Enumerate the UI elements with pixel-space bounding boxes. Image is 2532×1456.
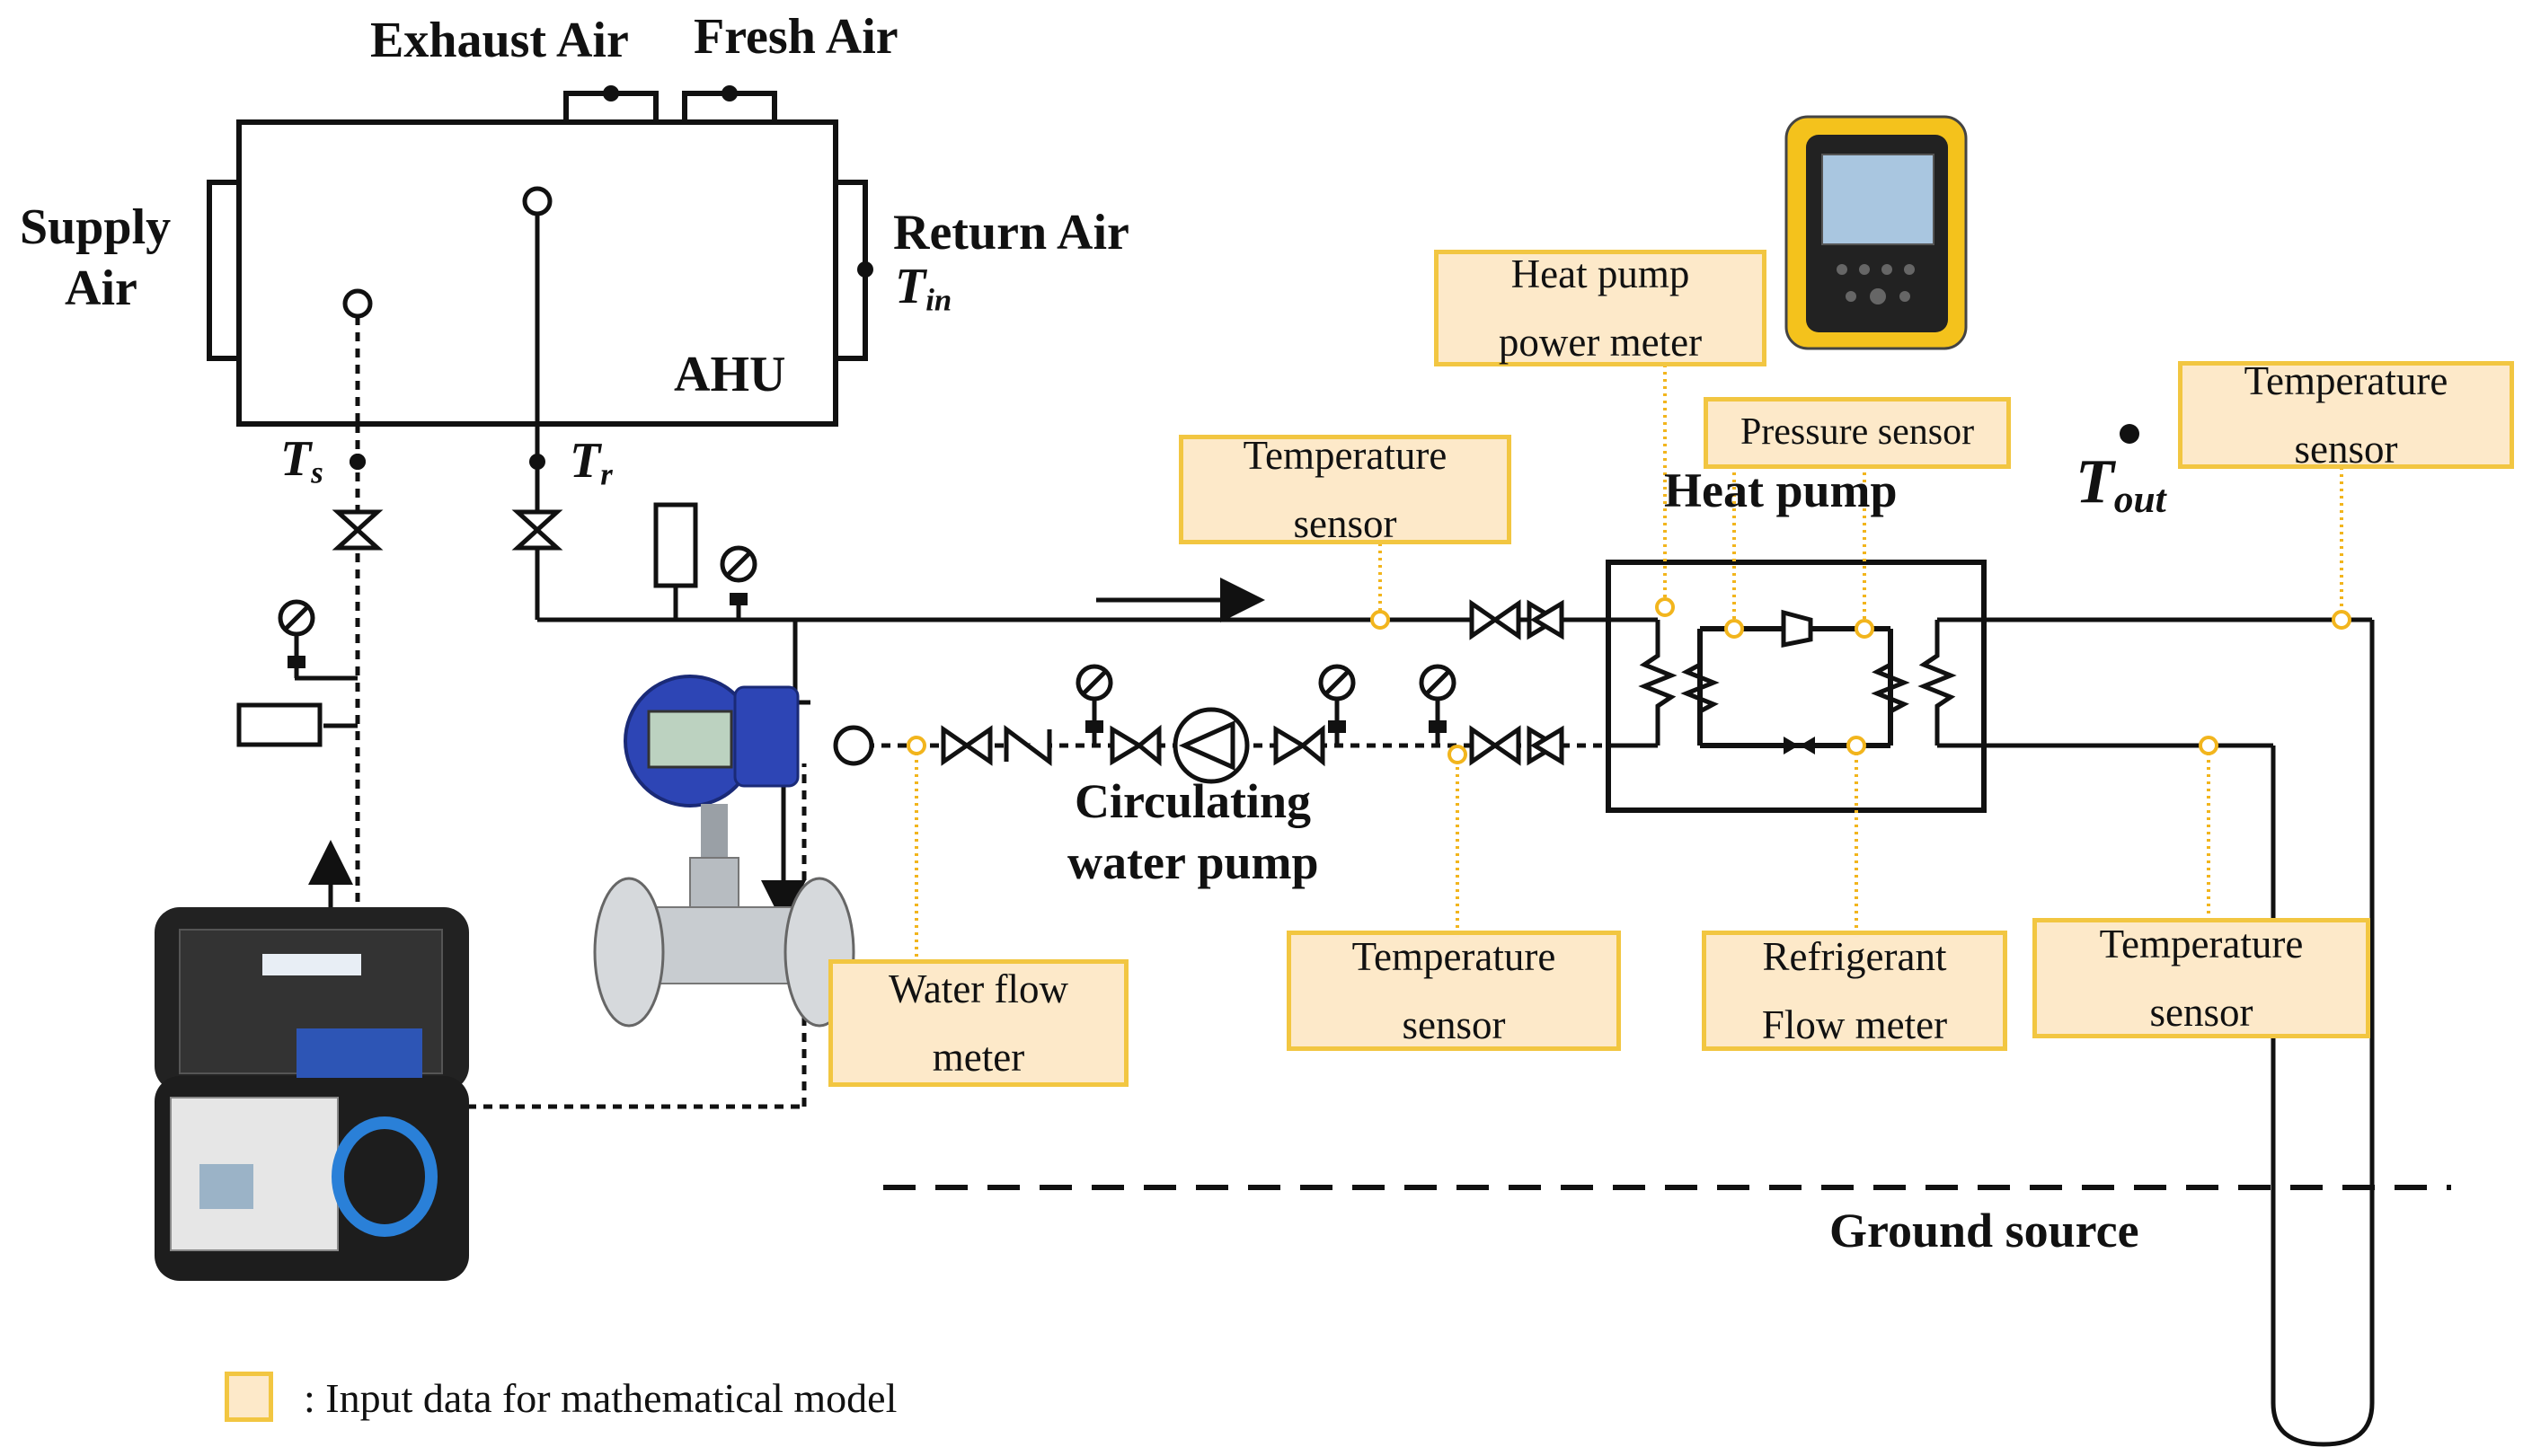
ahu-label: AHU xyxy=(674,347,786,402)
heat-pump-label: Heat pump xyxy=(1664,463,1898,517)
fresh-air-label: Fresh Air xyxy=(694,9,899,65)
branch-device xyxy=(236,702,323,747)
water-flow-meter-device xyxy=(593,675,855,1028)
circulating-pump-symbol xyxy=(1173,707,1250,784)
tin-label: Tin xyxy=(895,259,952,318)
tout-label: Tout xyxy=(2076,447,2166,521)
ahu-sensors xyxy=(603,85,873,278)
ground-source-label: Ground source xyxy=(1829,1204,2139,1257)
pressure-gauges xyxy=(278,545,1456,702)
circulating-pump-label-line1: Circulating xyxy=(1075,774,1312,828)
input-box-pressure-sensor: Pressure sensor xyxy=(1704,397,2011,469)
tout-sensor xyxy=(2120,424,2139,444)
expansion-tank xyxy=(653,502,698,588)
leader-lines xyxy=(915,365,2343,961)
ts-label: Ts xyxy=(280,431,323,490)
exhaust-air-label: Exhaust Air xyxy=(370,13,629,68)
fresh-air-sensor xyxy=(722,85,738,101)
climacheck-case xyxy=(155,907,469,1281)
legend-swatch xyxy=(225,1372,273,1422)
ground-loop xyxy=(1984,617,2375,1447)
supply-air-label-line2: Air xyxy=(65,260,137,316)
exhaust-air-sensor xyxy=(603,85,619,101)
supply-air-duct xyxy=(207,180,242,361)
isolation-valves xyxy=(332,509,563,551)
tr-label: Tr xyxy=(570,433,613,492)
return-air-sensor xyxy=(857,261,873,278)
measurement-points xyxy=(907,597,2351,764)
circulating-pump-label-line2: water pump xyxy=(1067,835,1319,889)
supply-air-label-line1: Supply xyxy=(20,199,172,255)
power-analyzer-device xyxy=(1784,115,1968,350)
return-air-label: Return Air xyxy=(893,205,1129,260)
legend-text: : Input data for mathematical model xyxy=(304,1375,898,1421)
